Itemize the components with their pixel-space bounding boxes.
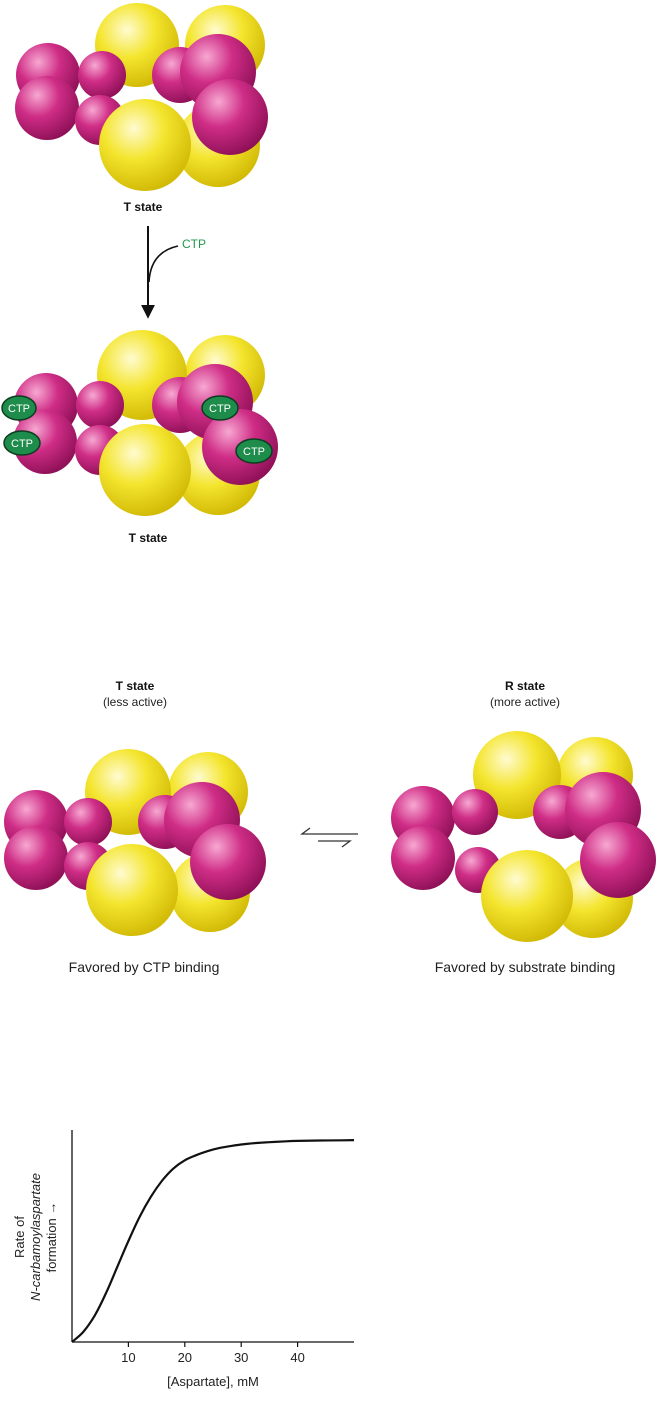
r-state-caption: Favored by substrate binding [435, 959, 616, 975]
rate-curve [72, 1140, 354, 1342]
y-axis-label-line-2: N-carbamoylaspartate [28, 1173, 43, 1301]
ctp-binding-arrow [148, 226, 178, 316]
t-state-label-ctp: T state [129, 531, 168, 545]
t-state-label-top: T state [124, 200, 163, 214]
x-tick-label: 40 [290, 1350, 304, 1365]
y-axis-label-line-1: Rate of [12, 1216, 27, 1258]
catalytic-subunit [99, 424, 191, 516]
x-tick-label: 20 [178, 1350, 192, 1365]
rate-vs-aspartate-chart: 10 20 30 40 [Aspartate], mM Rate of N-carba… [12, 1130, 354, 1389]
x-axis-label: [Aspartate], mM [167, 1374, 259, 1389]
regulatory-subunit [78, 51, 126, 99]
catalytic-subunit [481, 850, 573, 942]
regulatory-subunit [4, 826, 68, 890]
t-state-complex-equilibrium [4, 749, 266, 936]
equilibrium-arrows [302, 828, 358, 847]
r-state-complex [391, 731, 656, 942]
regulatory-subunit [192, 79, 268, 155]
catalytic-subunit [86, 844, 178, 936]
regulatory-subunit [64, 798, 112, 846]
ctp-badge-label: CTP [11, 438, 33, 450]
x-tick-label: 10 [121, 1350, 135, 1365]
regulatory-subunit [15, 76, 79, 140]
ctp-badge-label: CTP [209, 403, 231, 415]
t-state-complex-ctp-bound [13, 330, 278, 516]
ctp-badge: CTP [4, 431, 40, 455]
ctp-badge-label: CTP [243, 446, 265, 458]
regulatory-subunit [580, 822, 656, 898]
catalytic-subunit [99, 99, 191, 191]
t-state-caption: Favored by CTP binding [69, 959, 220, 975]
ctp-badge: CTP [202, 396, 238, 420]
r-state-subtitle: (more active) [490, 695, 560, 709]
y-axis-label-line-3: formation → [44, 1202, 59, 1273]
t-state-complex-top [15, 3, 268, 191]
r-state-title: R state [505, 679, 545, 693]
regulatory-subunit [76, 381, 124, 429]
ctp-badge-label: CTP [8, 403, 30, 415]
x-tick-label: 30 [234, 1350, 248, 1365]
ctp-badge: CTP [2, 396, 36, 420]
t-state-subtitle: (less active) [103, 695, 167, 709]
regulatory-subunit [391, 826, 455, 890]
regulatory-subunit [190, 824, 266, 900]
ctp-badge: CTP [236, 439, 272, 463]
ctp-reagent-label: CTP [182, 237, 206, 251]
regulatory-subunit [452, 789, 498, 835]
t-state-title: T state [116, 679, 155, 693]
